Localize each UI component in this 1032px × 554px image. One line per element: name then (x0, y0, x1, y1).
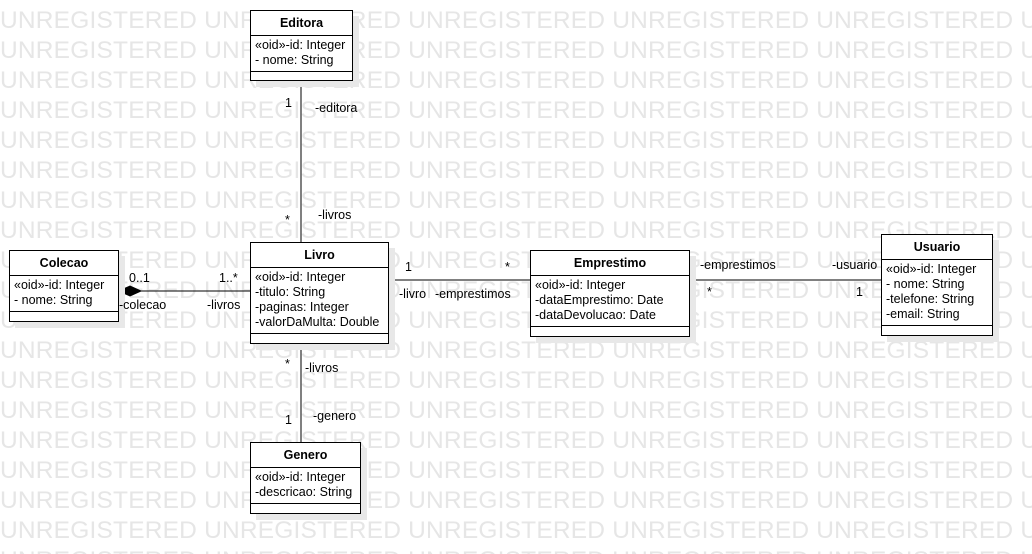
class-name: Emprestimo (531, 251, 689, 276)
class-attribute: -telefone: String (886, 292, 975, 306)
watermark-row: UNREGISTERED UNREGISTERED UNREGISTERED U… (0, 427, 1032, 454)
class-attribute: -paginas: Integer (255, 300, 349, 314)
class-genero[interactable]: Genero «oid»-id: Integer -descricao: Str… (250, 442, 361, 514)
class-editora[interactable]: Editora «oid»-id: Integer - nome: String (250, 10, 353, 81)
watermark-row: UNREGISTERED UNREGISTERED UNREGISTERED U… (0, 337, 1032, 364)
class-attribute: «oid»-id: Integer (886, 262, 977, 276)
multiplicity-label: 1..* (219, 271, 238, 285)
role-label: -livros (318, 208, 352, 222)
class-attribute: «oid»-id: Integer (255, 270, 346, 284)
class-name: Genero (251, 443, 360, 468)
class-attribute: - nome: String (255, 53, 334, 67)
class-attributes: «oid»-id: Integer - nome: String (10, 276, 118, 312)
watermark-row: UNREGISTERED UNREGISTERED UNREGISTERED U… (0, 517, 1032, 544)
multiplicity-label: 1 (405, 260, 412, 274)
class-attributes: «oid»-id: Integer -descricao: String (251, 468, 360, 504)
class-colecao[interactable]: Colecao «oid»-id: Integer - nome: String (9, 250, 119, 322)
class-attribute: -valorDaMulta: Double (255, 315, 380, 329)
class-attribute: -email: String (886, 307, 960, 321)
class-attribute: «oid»-id: Integer (535, 278, 626, 292)
class-attribute: -dataEmprestimo: Date (535, 293, 664, 307)
class-name: Editora (251, 11, 352, 36)
class-name: Livro (251, 243, 388, 268)
role-label: -colecao (119, 298, 167, 312)
class-attribute: «oid»-id: Integer (255, 38, 346, 52)
watermark-row: UNREGISTERED UNREGISTERED UNREGISTERED U… (0, 397, 1032, 424)
composition-diamond-icon (117, 285, 143, 297)
watermark-row: UNREGISTERED UNREGISTERED UNREGISTERED U… (0, 217, 1032, 244)
role-label: -usuario (832, 258, 878, 272)
watermark-row: UNREGISTERED UNREGISTERED UNREGISTERED U… (0, 97, 1032, 124)
watermark-row: UNREGISTERED UNREGISTERED UNREGISTERED U… (0, 548, 1032, 554)
watermark-row: UNREGISTERED UNREGISTERED UNREGISTERED U… (0, 37, 1032, 64)
role-label: -genero (313, 409, 357, 423)
role-label: -editora (315, 101, 358, 115)
class-livro[interactable]: Livro «oid»-id: Integer -titulo: String … (250, 242, 389, 344)
multiplicity-label: * (707, 285, 712, 299)
class-attribute: «oid»-id: Integer (255, 470, 346, 484)
role-label: -emprestimos (700, 258, 776, 272)
role-label: -emprestimos (435, 287, 511, 301)
class-attributes: «oid»-id: Integer -titulo: String -pagin… (251, 268, 388, 334)
role-label: -livros (305, 361, 339, 375)
class-attribute: -titulo: String (255, 285, 326, 299)
multiplicity-label: * (285, 213, 290, 227)
watermark-row: UNREGISTERED UNREGISTERED UNREGISTERED U… (0, 307, 1032, 334)
multiplicity-label: * (285, 357, 290, 371)
role-label: -livro (399, 287, 427, 301)
multiplicity-label: 1 (285, 413, 292, 427)
class-attributes: «oid»-id: Integer - nome: String (251, 36, 352, 72)
class-attribute: -dataDevolucao: Date (535, 308, 656, 322)
class-attributes: «oid»-id: Integer - nome: String -telefo… (882, 260, 992, 326)
watermark-row: UNREGISTERED UNREGISTERED UNREGISTERED U… (0, 157, 1032, 184)
watermark-row: UNREGISTERED UNREGISTERED UNREGISTERED U… (0, 67, 1032, 94)
class-attributes: «oid»-id: Integer -dataEmprestimo: Date … (531, 276, 689, 327)
watermark-row: UNREGISTERED UNREGISTERED UNREGISTERED U… (0, 7, 1032, 34)
class-attribute: -descricao: String (255, 485, 353, 499)
class-usuario[interactable]: Usuario «oid»-id: Integer - nome: String… (881, 234, 993, 336)
watermark-row: UNREGISTERED UNREGISTERED UNREGISTERED U… (0, 247, 1032, 274)
class-emprestimo[interactable]: Emprestimo «oid»-id: Integer -dataEmpres… (530, 250, 690, 337)
multiplicity-label: 1 (856, 285, 863, 299)
class-name: Usuario (882, 235, 992, 260)
role-label: -livros (207, 298, 241, 312)
watermark-row: UNREGISTERED UNREGISTERED UNREGISTERED U… (0, 187, 1032, 214)
multiplicity-label: 0..1 (129, 271, 150, 285)
class-attribute: «oid»-id: Integer (14, 278, 105, 292)
class-attribute: - nome: String (14, 293, 93, 307)
watermark-row: UNREGISTERED UNREGISTERED UNREGISTERED U… (0, 367, 1032, 394)
watermark-row: UNREGISTERED UNREGISTERED UNREGISTERED U… (0, 487, 1032, 514)
class-attribute: - nome: String (886, 277, 965, 291)
watermark-row: UNREGISTERED UNREGISTERED UNREGISTERED U… (0, 457, 1032, 484)
multiplicity-label: * (505, 260, 510, 274)
watermark-row: UNREGISTERED UNREGISTERED UNREGISTERED U… (0, 127, 1032, 154)
multiplicity-label: 1 (285, 96, 292, 110)
class-name: Colecao (10, 251, 118, 276)
